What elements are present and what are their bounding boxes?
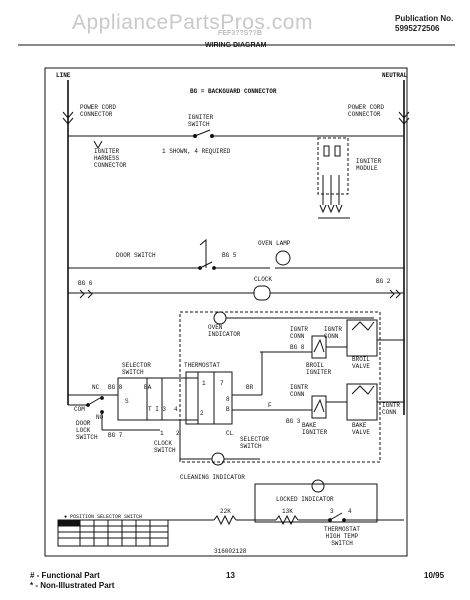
label-locked-indicator: LOCKED INDICATOR (276, 496, 334, 503)
publication-number: 5995272506 (395, 24, 440, 33)
label-r22k: 22K (220, 508, 231, 515)
position-table (57, 519, 169, 547)
label-bg3: BG 3 (286, 418, 301, 425)
label-bg-legend: BG = BACKGUARD CONNECTOR (190, 88, 277, 95)
label-eight: 8 (226, 396, 230, 403)
resistor-22k (213, 514, 237, 526)
label-clock-switch: CLOCK SWITCH (154, 440, 176, 454)
label-nc: NC (92, 384, 100, 391)
label-bg5-top: BG 5 (222, 252, 237, 259)
label-cleaning-indicator: CLEANING INDICATOR (180, 474, 245, 481)
label-three: 3 (330, 508, 334, 515)
label-thermostat-high-temp: THERMOSTAT HIGH TEMP SWITCH (324, 526, 361, 547)
label-bake-igniter: BAKE IGNITER (302, 422, 328, 436)
label-broil-valve: BROIL VALVE (352, 356, 371, 370)
label-two: 2 (200, 410, 204, 417)
label-clock: CLOCK (254, 276, 273, 283)
label-igniter-harness: IGNITER HARNESS CONNECTOR (94, 148, 127, 169)
diagram-frame (44, 67, 408, 557)
label-ignitr-conn-3: IGNTR CONN (290, 384, 309, 398)
label-selector-switch-top: SELECTOR SWITCH (122, 362, 151, 376)
label-igniter-switch: IGNITER SWITCH (188, 114, 214, 128)
thermostat-box (185, 371, 233, 425)
bake-valve-symbol (346, 383, 378, 421)
label-bg8-right: BG 8 (290, 344, 305, 351)
label-cl: CL (226, 430, 234, 437)
resistor-13k (275, 514, 299, 526)
label-s: S (125, 398, 129, 405)
label-ignitr-conn-1: IGNTR CONN (290, 326, 309, 340)
igniter-switch-blade (194, 129, 211, 137)
label-four: 4 (174, 406, 178, 413)
label-power-cord-right: POWER CORD CONNECTOR (348, 104, 385, 118)
label-bg8-left: BG 8 (108, 384, 123, 391)
label-power-cord-left: POWER CORD CONNECTOR (80, 104, 117, 118)
label-bake-valve: BAKE VALVE (352, 422, 371, 436)
footer-date: 10/95 (424, 571, 445, 580)
bake-igniter-symbol (311, 395, 327, 419)
bg5-arrow (199, 238, 207, 268)
power-cord-connector-right (398, 111, 410, 125)
cleaning-indicator-lamp (211, 452, 225, 466)
label-bg6: BG 6 (78, 280, 93, 287)
label-bg7: BG 7 (108, 432, 123, 439)
label-ignitr-conn-2: IGNTR CONN (324, 326, 343, 340)
model-number: FEF3??S??B (218, 30, 262, 37)
footer-functional: # - Functional Part (30, 571, 100, 580)
label-door-lock-switch: DOOR LOCK SWITCH (76, 420, 98, 441)
locked-indicator-box (254, 483, 378, 523)
label-neutral: NEUTRAL (382, 72, 408, 79)
label-thermostat: THERMOSTAT (184, 362, 221, 369)
label-broil-igniter: BROIL IGNITER (306, 362, 332, 376)
label-one-bottom: 1 (160, 430, 164, 437)
label-bg2: BG 2 (376, 278, 391, 285)
label-shown-required: 1 SHOWN, 4 REQUIRED (162, 148, 231, 155)
oven-lamp-symbol (275, 250, 291, 266)
label-f: F (268, 402, 272, 409)
label-two-bottom: 2 (176, 430, 180, 437)
label-b: B (226, 406, 230, 413)
label-ignitr-conn-4: IGNTR CONN (382, 402, 401, 416)
label-part-number: 316002128 (214, 548, 247, 555)
label-oven-indicator: OVEN INDICATOR (208, 324, 241, 338)
control-dashed-area (179, 311, 381, 463)
label-com: COM (74, 406, 85, 413)
label-oven-lamp: OVEN LAMP (258, 240, 291, 247)
igniter-module-box (317, 137, 349, 195)
watermark: AppliancePartsPros.com (72, 11, 313, 34)
clock-symbol (253, 285, 271, 301)
footer-page-number: 13 (226, 571, 235, 580)
power-cord-connector-left (62, 111, 74, 125)
harness-connector-mark (93, 140, 103, 150)
label-door-switch: DOOR SWITCH (116, 252, 156, 259)
label-one-top: 1 (202, 380, 206, 387)
label-line: LINE (56, 72, 71, 79)
label-selector-switch-bottom: SELECTOR SWITCH (240, 436, 269, 450)
footer-non-illustrated: * - Non-Illustrated Part (30, 581, 115, 590)
locked-indicator-lamp (311, 479, 325, 493)
label-br: BR (246, 384, 254, 391)
label-ti3: T I 3 (148, 406, 167, 413)
publication-label: Publication No. (395, 14, 454, 23)
label-r13k: 13K (282, 508, 293, 515)
label-no: NO (96, 414, 104, 421)
label-table-title: ● POSITION SELECTOR SWITCH (64, 514, 143, 520)
label-four-b: 4 (348, 508, 352, 515)
label-ba: BA (144, 384, 152, 391)
label-seven: 7 (220, 380, 224, 387)
label-igniter-module: IGNITER MODULE (356, 158, 382, 172)
oven-indicator-lamp (213, 311, 227, 325)
broil-valve-symbol (346, 319, 378, 357)
